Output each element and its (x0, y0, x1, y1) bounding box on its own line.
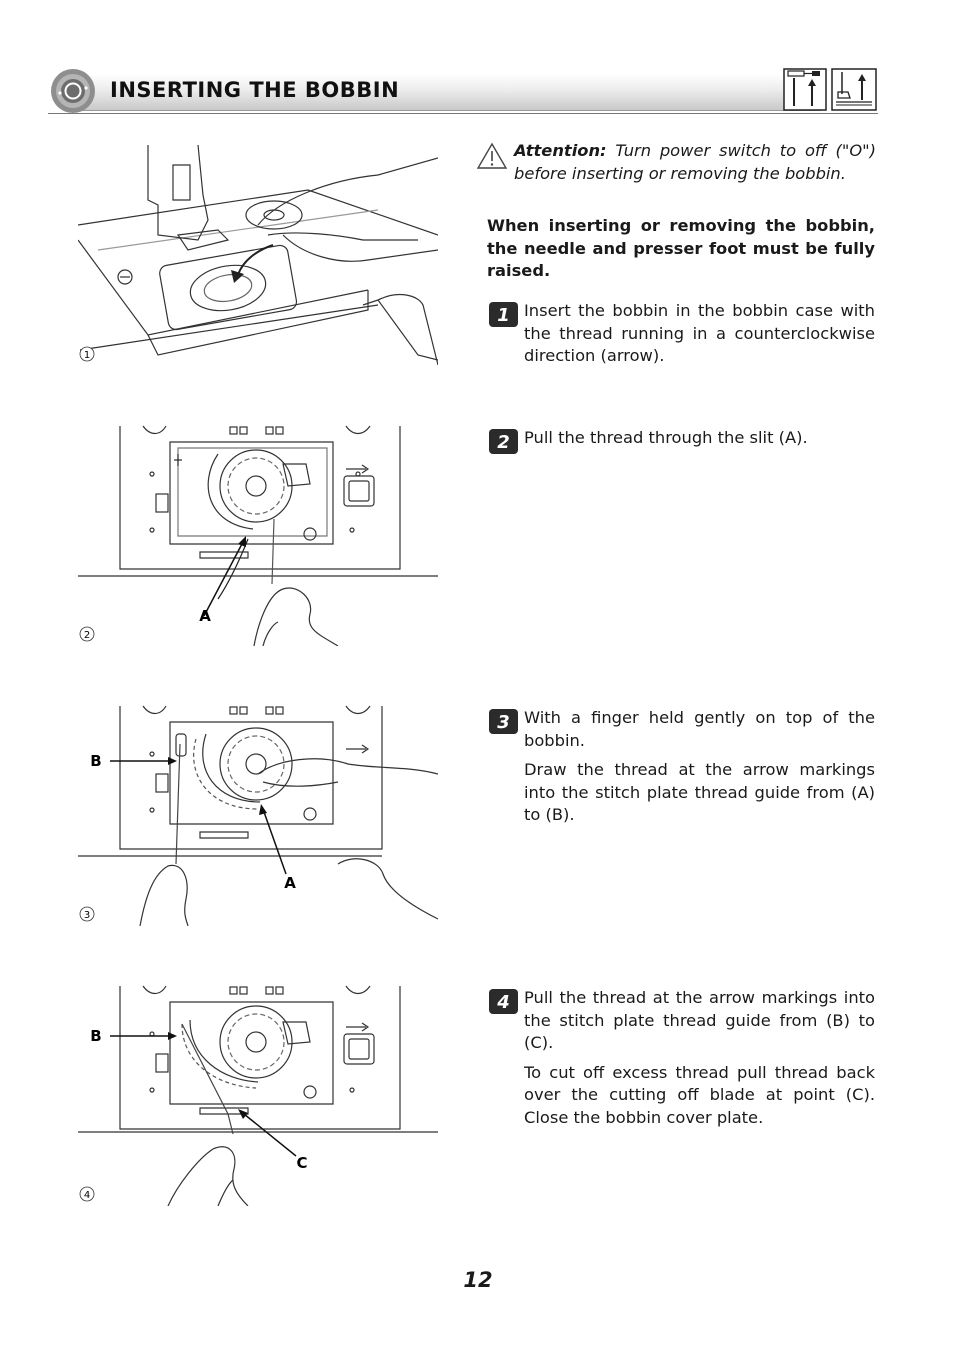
header-bar (70, 74, 822, 111)
warning-triangle-icon (476, 142, 508, 169)
step-text: Pull the thread at the arrow markings in… (524, 988, 875, 1052)
attention-body: Turn power switch to off ("O") before in… (514, 141, 876, 183)
attention-label: Attention: (514, 141, 607, 160)
attention-notice: Attention: Turn power switch to off ("O"… (476, 140, 876, 185)
figure-number: 3 (84, 910, 90, 921)
step-4: 4 Pull the thread at the arrow markings … (487, 987, 875, 1136)
safety-note: When inserting or removing the bobbin, t… (487, 216, 875, 280)
step-text: Draw the thread at the arrow markings in… (524, 760, 875, 824)
callout-a: A (199, 607, 211, 625)
figure-number: 2 (84, 630, 90, 641)
step-3: 3 With a finger held gently on top of th… (487, 707, 875, 834)
figure-3: B A 3 (78, 704, 438, 926)
header-icon-group (782, 68, 878, 112)
step-number: 4 (496, 992, 510, 1013)
step-number: 3 (497, 712, 510, 733)
needle-up-icon (783, 68, 827, 111)
page-number: 12 (463, 1268, 493, 1292)
callout-c: C (296, 1154, 307, 1172)
step-text: With a finger held gently on top of the … (524, 708, 875, 750)
step-number-badge: 4 (489, 989, 518, 1014)
callout-a: A (284, 874, 296, 892)
step-text: Pull the thread through the slit (A). (524, 428, 808, 447)
figure-number: 1 (84, 350, 90, 361)
step-number-badge: 3 (489, 709, 518, 734)
step-2: 2 Pull the thread through the slit (A). (487, 427, 875, 457)
step-number-badge: 2 (489, 429, 518, 454)
figure-number: 4 (84, 1190, 90, 1201)
step-number: 2 (497, 432, 510, 453)
figure-1: 1 (78, 140, 438, 368)
page-title: INSERTING THE BOBBIN (110, 78, 400, 102)
sewing-bobbin-logo-icon (51, 69, 95, 113)
attention-text: Attention: Turn power switch to off ("O"… (514, 140, 876, 185)
callout-b: B (90, 752, 101, 770)
figure-4: B C 4 (78, 984, 438, 1206)
header-rule (48, 113, 878, 114)
step-number-badge: 1 (489, 302, 518, 327)
step-1: 1 Insert the bobbin in the bobbin case w… (487, 300, 875, 375)
section-header: INSERTING THE BOBBIN (48, 68, 878, 114)
step-text: To cut off excess thread pull thread bac… (524, 1062, 875, 1127)
callout-b: B (90, 1027, 101, 1045)
step-text: Insert the bobbin in the bobbin case wit… (524, 301, 875, 365)
step-number: 1 (497, 305, 510, 326)
presser-foot-up-icon (831, 68, 877, 111)
figure-2: A 2 (78, 424, 438, 646)
